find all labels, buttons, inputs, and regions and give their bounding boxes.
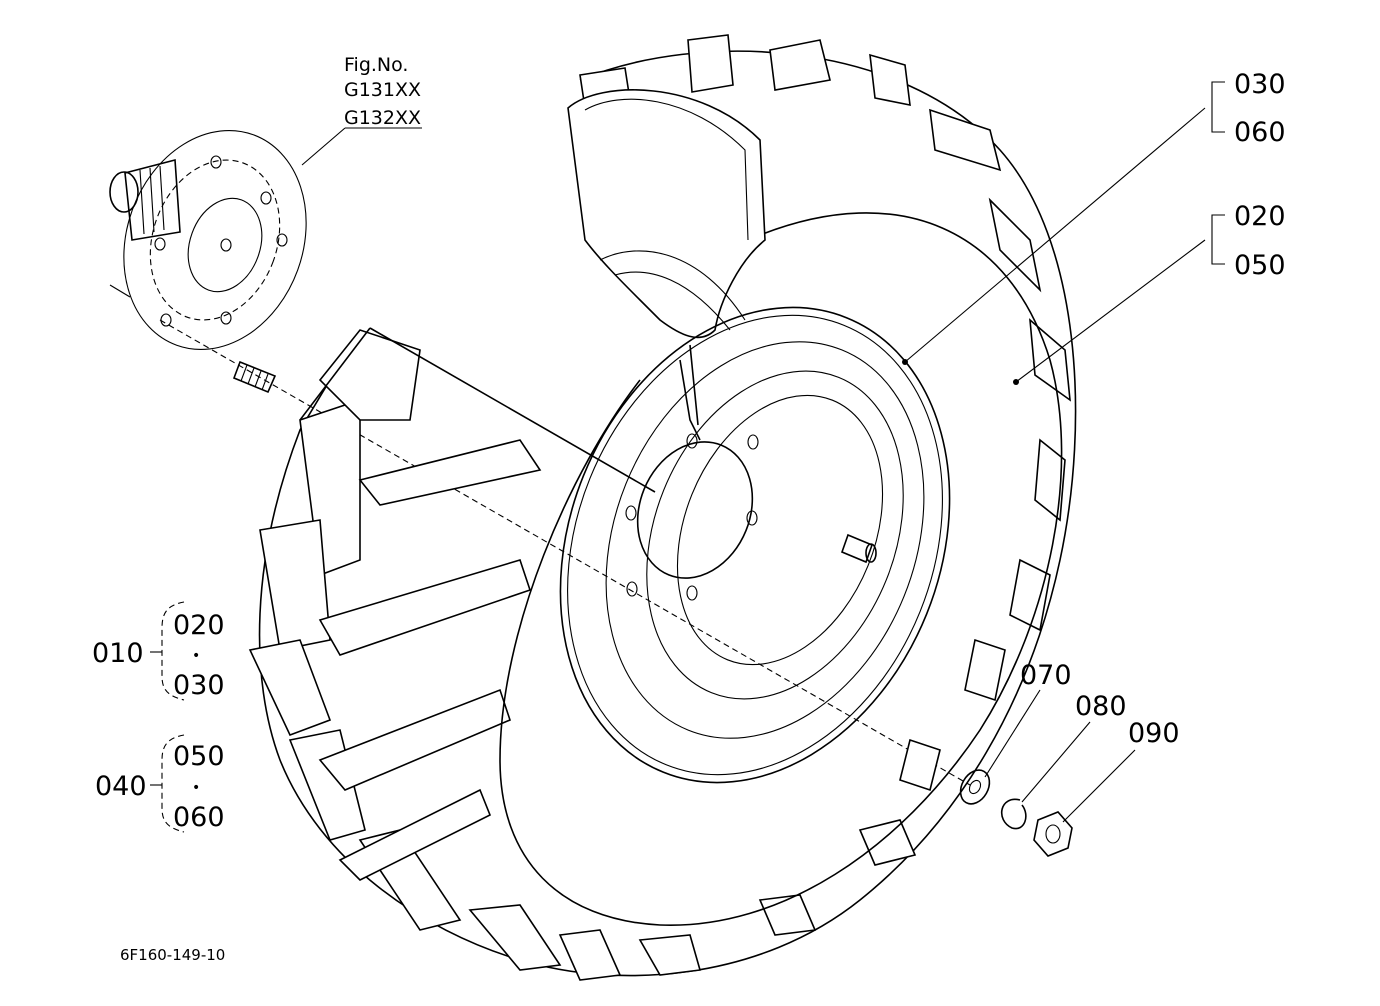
tire — [248, 34, 1077, 981]
assembly-010-part-1: 020 — [173, 610, 225, 641]
fig-no-heading: Fig.No. — [344, 54, 408, 76]
assembly-040-part-2: 060 — [173, 802, 225, 833]
washer — [959, 769, 991, 805]
assembly-040-code: 040 — [95, 771, 147, 802]
assembly-040-separator: • — [192, 780, 200, 796]
callout-060: 060 — [1234, 117, 1286, 148]
assembly-010-part-2: 030 — [173, 670, 225, 701]
callout-020: 020 — [1234, 201, 1286, 232]
axle-hub-flange — [109, 127, 422, 351]
assembly-010-code: 010 — [92, 638, 144, 669]
hex-nut — [1033, 811, 1073, 857]
assembly-010-separator: • — [192, 648, 200, 664]
callout-080: 080 — [1075, 691, 1127, 722]
drawing-code: 6F160-149-10 — [120, 946, 225, 964]
fig-no-number-2: G132XX — [344, 107, 421, 129]
wheel-rim — [559, 306, 951, 784]
leader-lines — [150, 81, 1225, 833]
assembly-axis-line — [159, 319, 971, 786]
lock-washer — [1000, 798, 1027, 830]
fig-no-number-1: G131XX — [344, 79, 421, 101]
callout-050: 050 — [1234, 250, 1286, 281]
wheel-stud — [232, 360, 277, 394]
callout-030: 030 — [1234, 69, 1286, 100]
callout-090: 090 — [1128, 718, 1180, 749]
assembly-040-part-1: 050 — [173, 741, 225, 772]
callout-070: 070 — [1020, 660, 1072, 691]
